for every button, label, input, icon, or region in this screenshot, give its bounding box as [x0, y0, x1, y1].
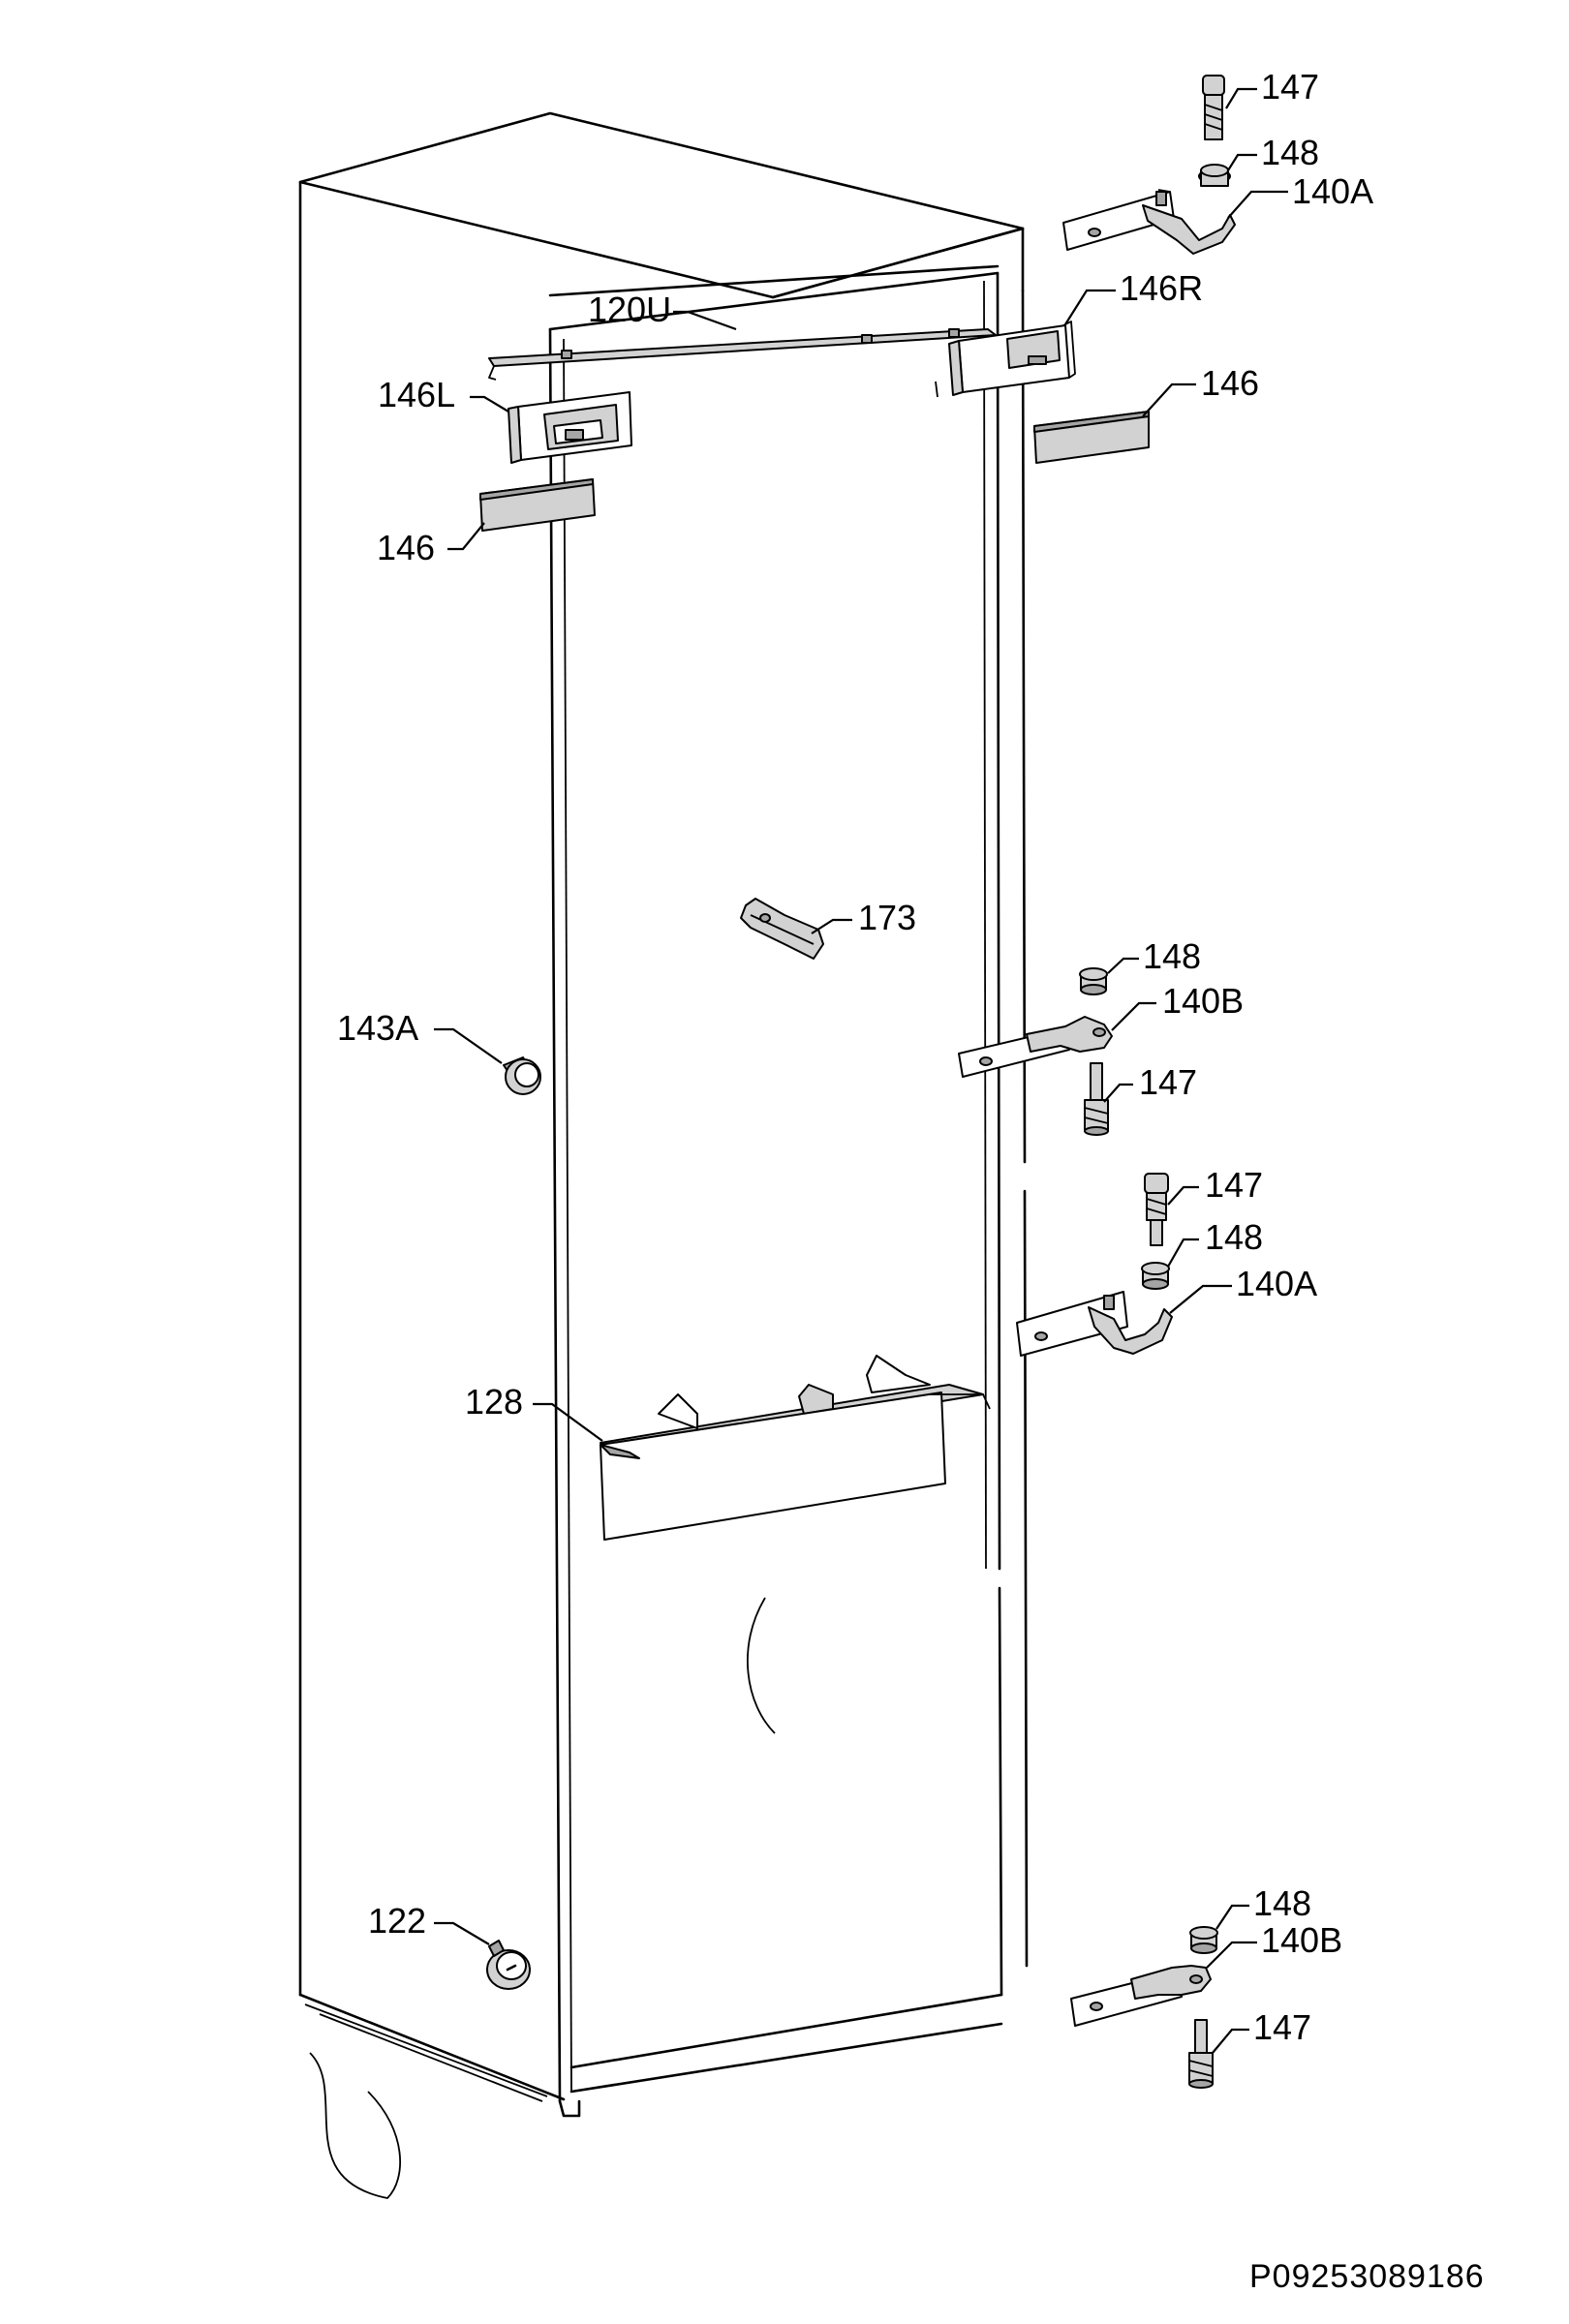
label-173: 173	[858, 898, 916, 937]
handle-173	[740, 898, 824, 960]
label-140B-mid: 140B	[1162, 981, 1244, 1021]
hinge-bracket-140A-top	[1062, 189, 1236, 255]
label-148-bottom: 148	[1253, 1883, 1311, 1923]
label-128: 128	[465, 1382, 523, 1422]
washer-148-mid-lower	[1141, 1262, 1170, 1290]
label-146L: 146L	[378, 375, 455, 414]
label-147-bottom: 147	[1253, 2007, 1311, 2047]
label-146R: 146R	[1120, 268, 1203, 308]
hinge-pin-147-bottom	[1188, 2019, 1214, 2089]
label-143A: 143A	[337, 1008, 418, 1048]
door-bracket-146R	[935, 321, 1076, 398]
part-labels: 147 148 140A 120U 146R 146L 146 146 173 …	[337, 67, 1373, 2047]
document-number: P09253089186	[1249, 2258, 1485, 2295]
leader-lines	[434, 87, 1288, 2054]
hinge-bracket-140B-bottom	[1070, 1965, 1212, 2027]
label-120U: 120U	[588, 290, 671, 329]
label-147-top: 147	[1261, 67, 1319, 107]
hinge-bracket-140A-mid	[1016, 1291, 1173, 1357]
label-122: 122	[368, 1901, 426, 1941]
hinge-pin-147-mid-upper	[1084, 1062, 1109, 1136]
label-146-left: 146	[377, 528, 435, 567]
mid-hinge-140A-assembly	[1016, 1173, 1173, 1357]
foot-122	[486, 1940, 531, 1990]
hinge-bracket-140B-mid	[958, 1016, 1113, 1078]
hinge-screw-147-top	[1202, 75, 1225, 140]
cover-146-left	[479, 478, 596, 532]
label-147-mid-upper: 147	[1139, 1062, 1197, 1102]
label-140A-mid: 140A	[1236, 1264, 1317, 1303]
mid-hinge-140B-assembly	[958, 967, 1113, 1136]
washer-148-mid-upper	[1079, 967, 1108, 995]
label-148-mid-upper: 148	[1143, 936, 1201, 976]
upper-rail-120U	[488, 328, 997, 381]
cover-146-right	[1033, 411, 1150, 464]
label-148-mid-lower: 148	[1205, 1217, 1263, 1257]
label-140A-top: 140A	[1292, 171, 1373, 211]
label-148-top: 148	[1261, 133, 1319, 172]
door-bracket-146L	[508, 391, 632, 464]
bottom-hinge-140B-assembly	[1070, 1926, 1218, 2089]
washer-148-bottom	[1189, 1926, 1218, 1954]
hinge-screw-147-mid	[1144, 1173, 1169, 1246]
hinge-washer-148-top	[1198, 164, 1231, 187]
label-146-right: 146	[1201, 363, 1259, 403]
label-147-mid-lower: 147	[1205, 1165, 1263, 1205]
handle-128	[600, 1355, 991, 1541]
stop-143A	[503, 1056, 541, 1095]
label-140B-bottom: 140B	[1261, 1920, 1342, 1960]
top-hinge-assembly	[1062, 75, 1236, 255]
refrigerator-cabinet	[298, 111, 1029, 2199]
